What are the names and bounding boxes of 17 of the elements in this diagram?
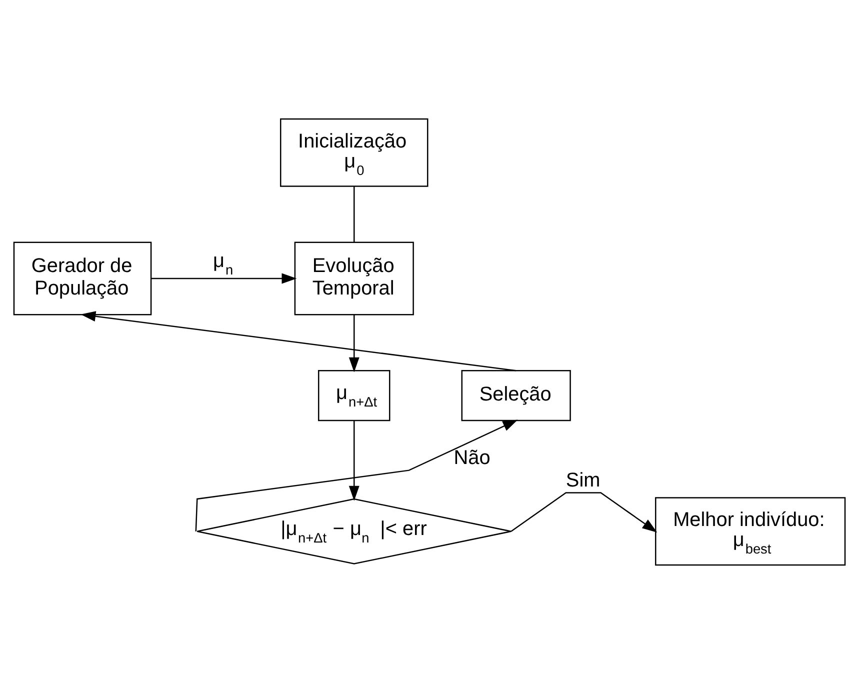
node-box: Gerador de População — [12, 241, 152, 315]
edge-label: μ$_{n}$ — [212, 249, 233, 277]
edge-label: Não — [453, 446, 490, 468]
node-box: Inicialização μ$_{0}$ — [280, 118, 428, 186]
node-box: Melhor indivíduo: μ$_{best}$ — [654, 496, 846, 566]
arrow — [510, 492, 657, 532]
edge-label: Sim — [565, 468, 600, 491]
arrow — [150, 272, 296, 284]
node-diamond: |μ$_{n+Δt}$ − μ$_{n}$ |< err — [196, 498, 512, 564]
node-box: Seleção — [460, 370, 570, 421]
arrow — [194, 419, 518, 531]
arrow — [80, 310, 516, 371]
arrow — [348, 420, 359, 500]
node-box: Evolução Temporal — [294, 241, 414, 315]
arrow — [348, 314, 359, 372]
node-box: μ$_{n+Δt}$ — [318, 370, 390, 421]
connector — [353, 186, 354, 242]
